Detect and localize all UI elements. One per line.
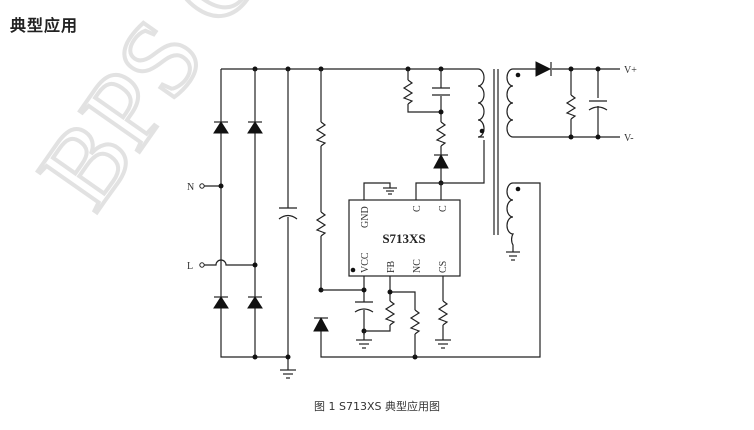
ic-pin-fb: FB [386,260,397,273]
output-resistor [565,94,577,120]
junction-dot [387,289,393,295]
ground-symbol [280,369,296,379]
fb-resistor-lower [384,300,396,326]
l-input-terminal: L [187,259,258,272]
n-input-terminal: N [187,182,224,193]
vcc-capacitor [354,301,374,313]
ground-symbol [383,187,397,195]
cs-resistor [437,300,449,326]
watermark-text: BPS C [15,0,285,229]
junction-dot [438,109,444,115]
snubber-resistor [402,79,414,105]
figure-caption: 图 1 S713XS 典型应用图 [314,400,440,413]
ic-pin-c2: C [438,205,449,212]
junction-dot [568,134,574,140]
snubber-resistor-2 [435,121,447,147]
ic-name: S713XS [382,231,425,246]
junction-dot [285,354,291,360]
bridge-diode-1 [213,121,229,134]
output-diode [535,61,552,77]
ground-symbol [356,339,372,349]
l-label: L [187,261,193,272]
vminus-label: V- [624,133,634,144]
ic-chip: S713XS GND C C VCC FB NC CS [348,199,461,277]
bridge-diode-4 [247,296,263,309]
output-wire [513,68,620,138]
ground-symbol [506,251,520,261]
startup-wire [320,69,541,358]
vplus-label: V+ [624,65,637,76]
junction-dot [568,66,574,72]
bulk-capacitor [278,207,298,220]
junction-dot [595,66,601,72]
section-title: 典型应用 [10,16,79,35]
ic-pin-nc: NC [412,259,423,273]
bridge-diode-2 [247,121,263,134]
snubber-wire [407,69,442,183]
bridge-diode-3 [213,296,229,309]
snubber-diode [433,153,449,169]
startup-resistor-1 [315,121,327,147]
ic-pin-gnd: GND [360,206,371,228]
junction-dot [252,354,258,360]
output-capacitor [588,100,608,111]
ic-pin-vcc: VCC [360,252,371,273]
n-label: N [187,182,194,193]
bridge-left-wire [220,69,288,358]
drain-wire [415,140,485,200]
aux-rectifier-diode [313,316,329,332]
transformer [477,68,521,252]
fb-wire [364,276,416,357]
fb-resistor-upper [409,309,421,335]
gnd-pin-wire [363,182,391,200]
junction-dot [595,134,601,140]
watermark: BPS C [13,0,287,231]
ground-symbol [435,339,451,349]
startup-resistor-2 [315,211,327,237]
ic-pin-cs: CS [438,261,449,273]
junction-dot [361,287,367,293]
ic-pin-c1: C [412,205,423,212]
vcc-wire [321,276,365,335]
snubber-capacitor [432,87,450,96]
